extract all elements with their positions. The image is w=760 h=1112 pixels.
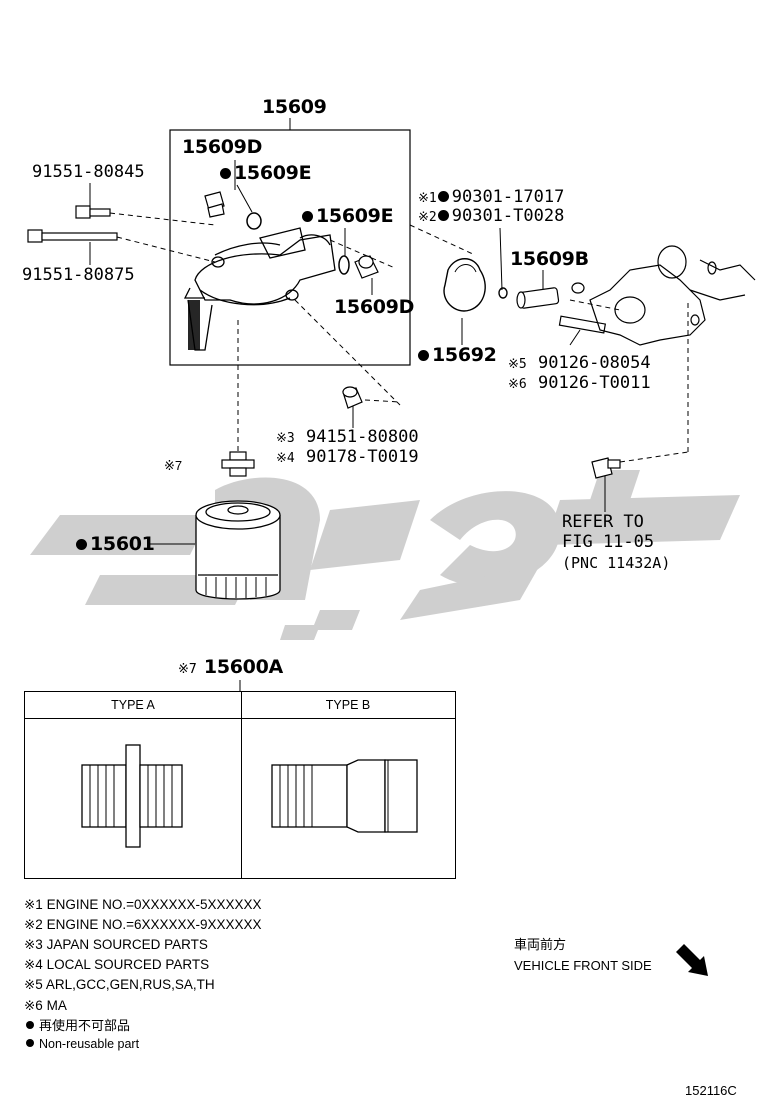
legend-english: Non-reusable part — [26, 1038, 139, 1051]
label-gasket-a: ※1 90301-17017 — [418, 189, 564, 206]
label-plug-b: ※4 90178-T0019 — [276, 449, 419, 466]
part-number: 90301-T0028 — [451, 206, 565, 226]
legend-text: Non-reusable part — [39, 1037, 140, 1051]
label-15692: 15692 — [418, 346, 497, 365]
note-mark: ※6 — [508, 377, 527, 392]
direction-japanese: 車両前方 — [514, 937, 567, 952]
part-number: 15692 — [432, 344, 497, 366]
non-reusable-icon — [220, 168, 231, 179]
label-oil-filter: 15601 — [76, 535, 155, 554]
note-6: ※6 MA — [24, 998, 67, 1013]
label-15609D-top: 15609D — [182, 136, 263, 158]
union-type-a-drawing — [81, 744, 183, 848]
label-15600A: ※7 15600A — [178, 658, 283, 677]
o-ring-90301 — [498, 287, 508, 299]
refer-line-1: REFER TO — [562, 512, 644, 532]
part-number: 15600A — [203, 656, 283, 678]
part-number: 15609E — [234, 162, 312, 184]
note-mark: ※2 — [418, 210, 437, 225]
plug-94151 — [342, 386, 363, 409]
table-header-type-b: TYPE B — [241, 692, 455, 719]
oil-filter-bracket — [183, 227, 336, 351]
union-type-table: TYPE A TYPE B — [24, 691, 456, 879]
note-mark: ※7 — [178, 662, 197, 677]
dashed-guides — [109, 212, 689, 463]
non-reusable-icon — [26, 1021, 34, 1029]
bolt-91551-80875 — [27, 229, 118, 243]
table-header-type-a: TYPE A — [25, 692, 241, 719]
label-15609D-bottom: 15609D — [334, 296, 415, 318]
legend-japanese: 再使用不可部品 — [26, 1019, 130, 1032]
union-type-b-drawing — [271, 759, 418, 833]
non-reusable-icon — [76, 539, 87, 550]
plug-refer — [591, 457, 621, 479]
label-stud-a: ※5 90126-08054 — [508, 355, 651, 372]
non-reusable-icon — [418, 350, 429, 361]
front-direction-arrow — [676, 944, 708, 976]
note-mark: ※5 — [508, 357, 527, 372]
figure-code: 152116C — [685, 1083, 737, 1098]
non-reusable-icon — [437, 191, 449, 202]
pipe-15609B — [516, 287, 560, 309]
note-3: ※3 JAPAN SOURCED PARTS — [24, 937, 208, 952]
part-number: 94151-80800 — [305, 427, 419, 447]
bolt-91551-80845 — [75, 205, 111, 219]
non-reusable-icon — [26, 1039, 34, 1047]
engine-block — [571, 245, 756, 346]
gasket-15692 — [443, 258, 486, 312]
part-number: 90301-17017 — [451, 187, 565, 207]
label-union-mark: ※7 — [164, 458, 183, 473]
gasket-15609E-mid — [338, 255, 350, 275]
assembly-part-number: 15609 — [262, 96, 327, 118]
note-4: ※4 LOCAL SOURCED PARTS — [24, 957, 210, 972]
refer-line-3: (PNC 11432A) — [562, 554, 671, 572]
plug-15609D-bottom — [354, 255, 379, 279]
non-reusable-icon — [302, 211, 313, 222]
part-number: 90126-T0011 — [537, 373, 651, 393]
label-stud-b: ※6 90126-T0011 — [508, 375, 651, 392]
part-number: 15609E — [316, 205, 394, 227]
gasket-15609E-top — [246, 212, 262, 230]
plug-15609D-top — [204, 191, 225, 218]
note-1: ※1 ENGINE NO.=0XXXXXX-5XXXXXX — [24, 897, 262, 912]
part-number: 15601 — [90, 533, 155, 555]
label-15609E-top: 15609E — [220, 162, 312, 184]
part-number: 90178-T0019 — [305, 447, 419, 467]
legend-text: 再使用不可部品 — [39, 1018, 131, 1033]
part-number: 90126-08054 — [537, 353, 651, 373]
label-bolt-short: 91551-80845 — [32, 162, 145, 182]
refer-line-2: FIG 11-05 — [562, 532, 655, 552]
oil-filter-15601 — [195, 500, 281, 600]
label-bolt-long: 91551-80875 — [22, 265, 135, 285]
label-15609E-mid: 15609E — [302, 205, 394, 227]
note-mark: ※1 — [418, 191, 437, 206]
note-2: ※2 ENGINE NO.=6XXXXXX-9XXXXXX — [24, 917, 262, 932]
note-mark: ※4 — [276, 451, 295, 466]
label-15609B: 15609B — [510, 248, 589, 270]
direction-english: VEHICLE FRONT SIDE — [514, 958, 652, 973]
non-reusable-icon — [437, 210, 449, 221]
stud-90126 — [558, 315, 607, 334]
note-mark: ※3 — [276, 431, 295, 446]
label-plug-a: ※3 94151-80800 — [276, 429, 419, 446]
label-gasket-b: ※2 90301-T0028 — [418, 208, 564, 225]
table-divider — [241, 692, 242, 878]
union-fitting — [221, 451, 255, 477]
note-5: ※5 ARL,GCC,GEN,RUS,SA,TH — [24, 977, 215, 992]
